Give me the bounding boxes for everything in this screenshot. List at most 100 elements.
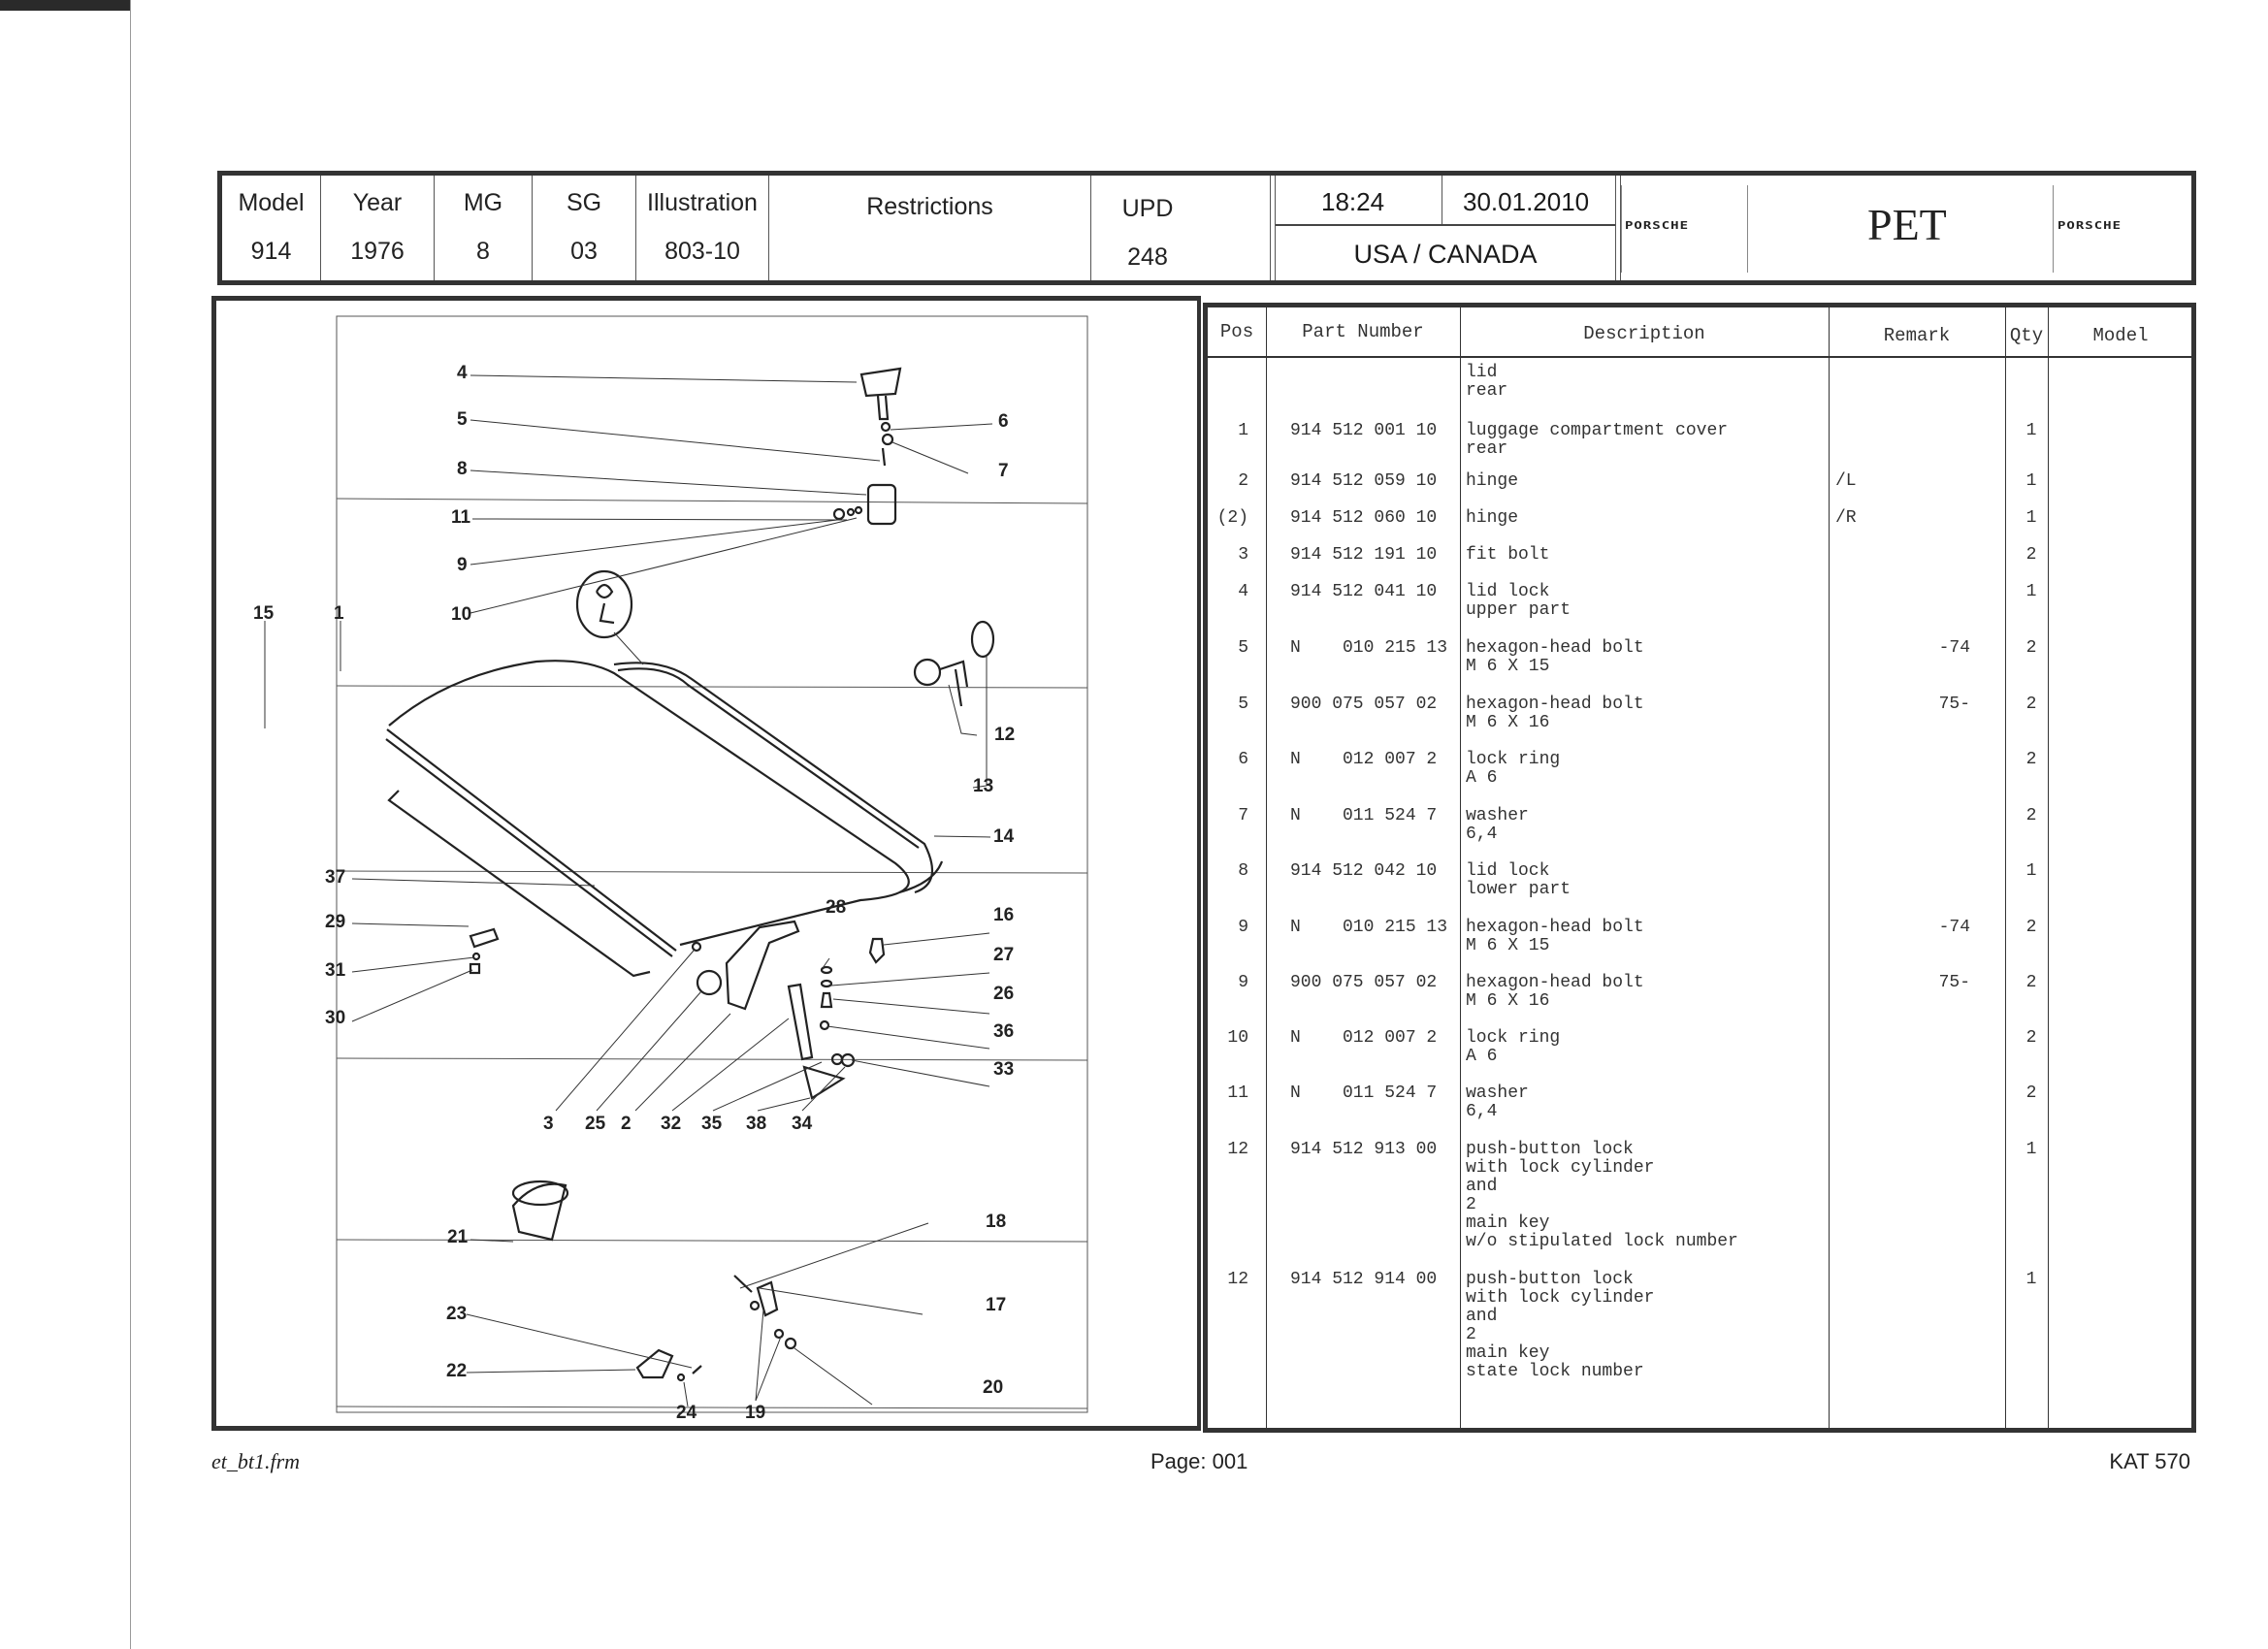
callout-label: 10 [451,604,472,625]
cell-remark: -74 [1938,918,1970,937]
leader-13 [972,656,988,789]
cell-description: washer 6,4 [1466,806,1529,844]
callout-label: 3 [543,1114,554,1134]
leader-34 [801,1066,846,1112]
callout-label: 15 [253,603,275,624]
grid-line [336,1239,1088,1243]
cell-description: fit bolt [1466,545,1550,565]
part-26 [820,991,833,1009]
header-date: 30.01.2010 [1463,187,1590,216]
grid-line [336,685,1088,689]
callout-label: 38 [746,1114,767,1134]
header-label: UPD [1121,195,1174,222]
part-4-stem [876,395,890,421]
part-21-rim [511,1180,569,1207]
column-header-qty: Qty [2009,325,2044,346]
leader-38 [757,1097,811,1112]
cell-part-number: N 010 215 13 [1290,638,1448,658]
part-12-key [939,660,969,707]
leader-21 [470,1239,514,1243]
part-6 [880,421,891,433]
cell-part-number: 900 075 057 02 [1290,973,1438,992]
leader-37 [351,878,596,887]
grid-line [336,498,1088,504]
part-10 [854,505,863,515]
part-31 [471,952,481,961]
column-header-pos: Pos [1219,321,1254,342]
cell-part-number: 900 075 057 02 [1290,695,1438,714]
cell-pos: 6 [1238,750,1248,769]
catalog-header: Model 914 Year 1976 MG 8 SG 03 Illustrat… [217,171,2196,285]
header-divider [1270,176,1276,280]
column-header-description: Description [1583,323,1705,344]
cell-qty: 1 [2025,421,2037,440]
leader-9 [470,519,838,566]
part-17 [756,1280,779,1317]
callout-label: 37 [325,867,346,888]
cell-part-number: 914 512 914 00 [1290,1270,1438,1289]
callout-label: 16 [993,905,1015,925]
cell-pos: 12 [1227,1270,1248,1289]
callout-label: 12 [994,725,1016,745]
cell-pos: 5 [1238,638,1248,658]
cell-pos: 5 [1238,695,1248,714]
callout-label: 18 [986,1212,1007,1232]
cell-description: hexagon-head bolt M 6 X 16 [1466,973,1644,1011]
callout-label: 5 [457,409,468,430]
leader-14 [933,835,991,838]
part-19b [773,1328,785,1340]
cell-remark: /R [1835,508,1857,528]
part-20 [784,1337,797,1350]
cell-part-number: N 011 524 7 [1290,1083,1438,1103]
header-timestamp: 18:24 30.01.2010 USA / CANADA [1276,176,1615,280]
cell-part-number: N 012 007 2 [1290,1028,1438,1048]
leader-23 [466,1313,693,1369]
catalog-number: KAT 570 [2109,1449,2190,1473]
cell-pos: 9 [1238,918,1248,937]
part-8 [866,483,897,526]
callout-label: 11 [451,507,471,528]
leader-26 [832,998,990,1015]
cell-qty: 2 [2025,750,2037,769]
cell-part-number: 914 512 041 10 [1290,582,1438,601]
callout-label: 29 [325,912,346,932]
cell-pos: 3 [1238,545,1248,565]
exploded-view-illustration: 1 2 3 4 5 6 7 8 9 10 11 12 13 14 15 16 1… [211,296,1201,1431]
cell-description: hexagon-head bolt M 6 X 16 [1466,695,1644,732]
callout-label: 8 [457,459,468,479]
callout-label: 7 [998,461,1009,481]
scan-border-bar [0,0,130,11]
cell-description: hinge [1466,471,1519,491]
leader-20 [794,1347,873,1406]
cell-pos: 10 [1227,1028,1248,1048]
leader-35 [712,1061,823,1112]
key-symbol [596,583,615,625]
leader-3 [555,950,695,1112]
cell-description: lock ring A 6 [1466,750,1561,788]
seal-strip-14 [613,662,934,894]
cell-remark: -74 [1938,638,1970,658]
callout-label: 9 [457,555,468,575]
cell-pos: (2) [1216,508,1248,528]
part-30 [469,962,481,975]
callout-label: 14 [993,826,1015,847]
callout-label: 24 [676,1403,697,1423]
leader-25 [596,990,702,1112]
leader-11 [471,518,848,521]
cell-pos: 11 [1227,1083,1248,1103]
part-23 [692,1365,702,1374]
callout-label: 13 [973,776,994,796]
scan-page-edge [130,0,131,1649]
leader-36 [826,1025,990,1050]
part-18 [733,1275,753,1293]
form-name: et_bt1.frm [211,1449,301,1473]
header-value: 8 [476,238,490,265]
leader-18 [739,1222,929,1289]
cell-qty: 1 [2025,861,2037,881]
grid-line [336,870,1088,874]
column-header-model: Model [2092,325,2149,346]
header-label: Model [238,189,305,216]
callout-label: 35 [701,1114,723,1134]
part-13 [970,620,995,659]
leader-32 [671,1018,790,1112]
